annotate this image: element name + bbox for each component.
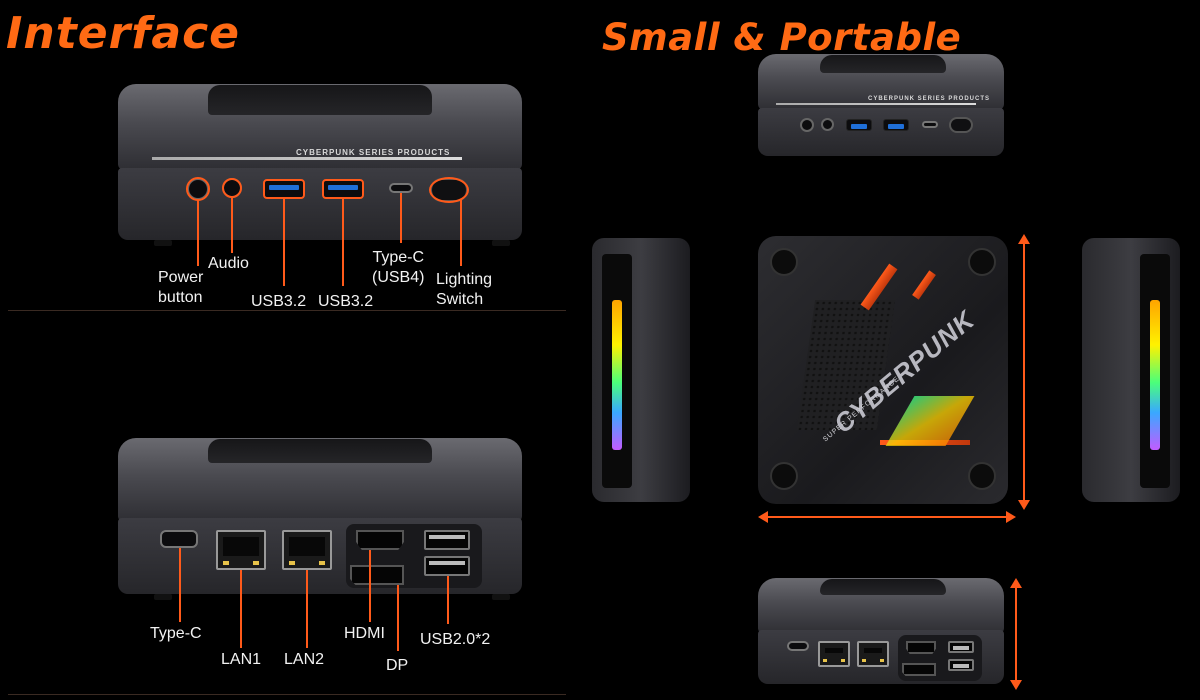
- mini-front-stripe: [776, 103, 976, 105]
- left-divider-middle: [8, 310, 566, 311]
- mini-rear-lan1: [818, 641, 850, 667]
- audio-leader-ring: [222, 178, 242, 198]
- audio-label: Audio: [208, 255, 249, 272]
- top-screw-tr: [968, 248, 996, 276]
- lan1-label: LAN1: [221, 651, 262, 668]
- mini-usb32-2: [883, 119, 909, 131]
- left-side-rgb-strip: [612, 300, 622, 450]
- lan2-leader: [306, 570, 308, 648]
- hdmi-leader: [369, 550, 371, 622]
- front-accent-stripe: [152, 157, 462, 160]
- dp-port: [350, 565, 404, 585]
- rear-foot-right: [492, 594, 510, 600]
- front-device-top-cap: [208, 85, 432, 115]
- right-side-rgb-strip: [1150, 300, 1160, 450]
- mini-rear-usb20-2: [948, 659, 974, 671]
- mini-power-button: [800, 118, 814, 132]
- mini-rear-height-line: [1015, 584, 1017, 684]
- lighting-switch-label: Lighting Switch: [436, 271, 493, 308]
- usb20-label: USB2.0*2: [420, 631, 491, 648]
- left-divider-bottom: [8, 694, 566, 695]
- top-height-dimension-line: [1023, 240, 1025, 504]
- usb20-port-2: [424, 556, 470, 576]
- lan1-port: [216, 530, 266, 570]
- mini-rear-typec: [787, 641, 809, 651]
- mini-usb32-1: [846, 119, 872, 131]
- power-leader-line: [197, 200, 199, 266]
- dp-label: DP: [386, 657, 409, 674]
- mini-rear-cap: [820, 579, 946, 595]
- rear-device-top-cap: [208, 439, 432, 463]
- typec-usb4-label: Type-C (USB4): [372, 249, 425, 286]
- mini-rear-hdmi: [906, 641, 936, 654]
- mini-rear-lan2: [857, 641, 889, 667]
- usb1-leader-line: [283, 198, 285, 286]
- hdmi-label: HDMI: [344, 625, 385, 642]
- front-brand-text: CYBERPUNK SERIES PRODUCTS: [296, 148, 451, 157]
- power-leader-ring: [186, 177, 210, 201]
- usb20-leader: [447, 576, 449, 624]
- audio-leader-line: [231, 197, 233, 253]
- top-screw-bl: [770, 462, 798, 490]
- top-height-arrow-up: [1018, 234, 1030, 244]
- rear-typec-leader: [179, 548, 181, 622]
- rear-typec-label: Type-C: [150, 625, 202, 642]
- typec-leader-line: [400, 193, 402, 243]
- top-width-arrow-left: [758, 511, 768, 523]
- rear-typec-port: [160, 530, 198, 548]
- mini-rear-usb20-1: [948, 641, 974, 653]
- usb2-leader-line: [342, 198, 344, 286]
- mini-typec: [922, 121, 938, 128]
- rear-foot-left: [154, 594, 172, 600]
- usb1-leader-ring: [263, 179, 305, 199]
- usb32-label-2: USB3.2: [318, 293, 374, 310]
- front-foot-left: [154, 240, 172, 246]
- usb20-port-1: [424, 530, 470, 550]
- lan1-leader: [240, 570, 242, 648]
- mini-rear-arrow-up: [1010, 578, 1022, 588]
- power-button-label: Power button: [158, 269, 204, 306]
- top-width-dimension-line: [764, 516, 1008, 518]
- lan2-port: [282, 530, 332, 570]
- mini-front-brand: CYBERPUNK SERIES PRODUCTS: [868, 96, 991, 102]
- dp-leader: [397, 585, 399, 651]
- top-height-arrow-down: [1018, 500, 1030, 510]
- mini-rear-arrow-down: [1010, 680, 1022, 690]
- usb2-leader-ring: [322, 179, 364, 199]
- lighting-leader-line: [460, 200, 462, 266]
- usb32-label-1: USB3.2: [251, 293, 307, 310]
- mini-rear-dp: [902, 663, 936, 676]
- mini-front-cap: [820, 55, 946, 73]
- lan2-label: LAN2: [284, 651, 325, 668]
- top-width-arrow-right: [1006, 511, 1016, 523]
- top-screw-br: [968, 462, 996, 490]
- interface-heading: Interface: [6, 8, 241, 59]
- front-foot-right: [492, 240, 510, 246]
- usb4-typec-port: [389, 183, 413, 193]
- small-portable-heading: Small & Portable: [602, 16, 962, 59]
- top-screw-tl: [770, 248, 798, 276]
- mini-audio-jack: [821, 118, 834, 131]
- lighting-leader-ring: [429, 177, 469, 203]
- hdmi-port: [356, 530, 404, 550]
- mini-lighting-switch: [949, 117, 973, 133]
